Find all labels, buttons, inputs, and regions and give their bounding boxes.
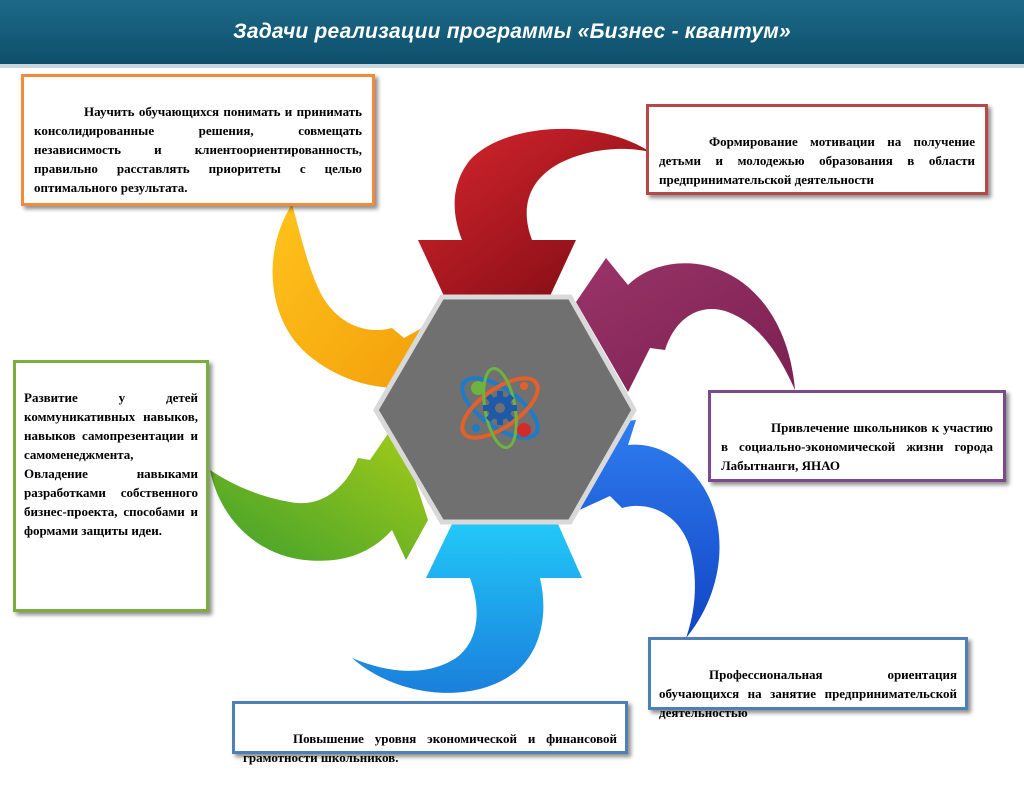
task-box-middle-right: Привлечение школьников к участию в социа…	[708, 390, 1006, 482]
arrow-red	[418, 128, 650, 296]
arrow-cyan	[352, 524, 582, 693]
task-text: Формирование мотивации на получение деть…	[659, 134, 975, 187]
header-bar: Задачи реализации программы «Бизнес - кв…	[0, 0, 1024, 68]
page-title: Задачи реализации программы «Бизнес - кв…	[233, 20, 791, 43]
task-text: Профессиональная ориентация обучающихся …	[659, 667, 957, 720]
task-box-top-left: Научить обучающихся понимать и принимать…	[21, 74, 375, 206]
arrow-green	[210, 422, 428, 561]
task-box-top-right: Формирование мотивации на получение деть…	[646, 104, 988, 195]
arrow-purple	[576, 258, 795, 392]
task-text: Привлечение школьников к участию в социа…	[721, 420, 993, 473]
arrow-blue	[575, 420, 720, 638]
task-box-bottom-right: Профессиональная ориентация обучающихся …	[648, 637, 968, 720]
task-text: Развитие у детей коммуникативных навыков…	[24, 390, 198, 538]
task-box-bottom-middle: Повышение уровня экономической и финансо…	[232, 701, 628, 765]
task-text: Научить обучающихся понимать и принимать…	[34, 104, 362, 195]
gear-atom-icon	[460, 367, 540, 449]
task-box-middle-left: Развитие у детей коммуникативных навыков…	[13, 360, 209, 612]
task-text: Повышение уровня экономической и финансо…	[243, 731, 617, 765]
arrow-yellow	[272, 204, 442, 416]
diagram-art	[210, 128, 795, 693]
